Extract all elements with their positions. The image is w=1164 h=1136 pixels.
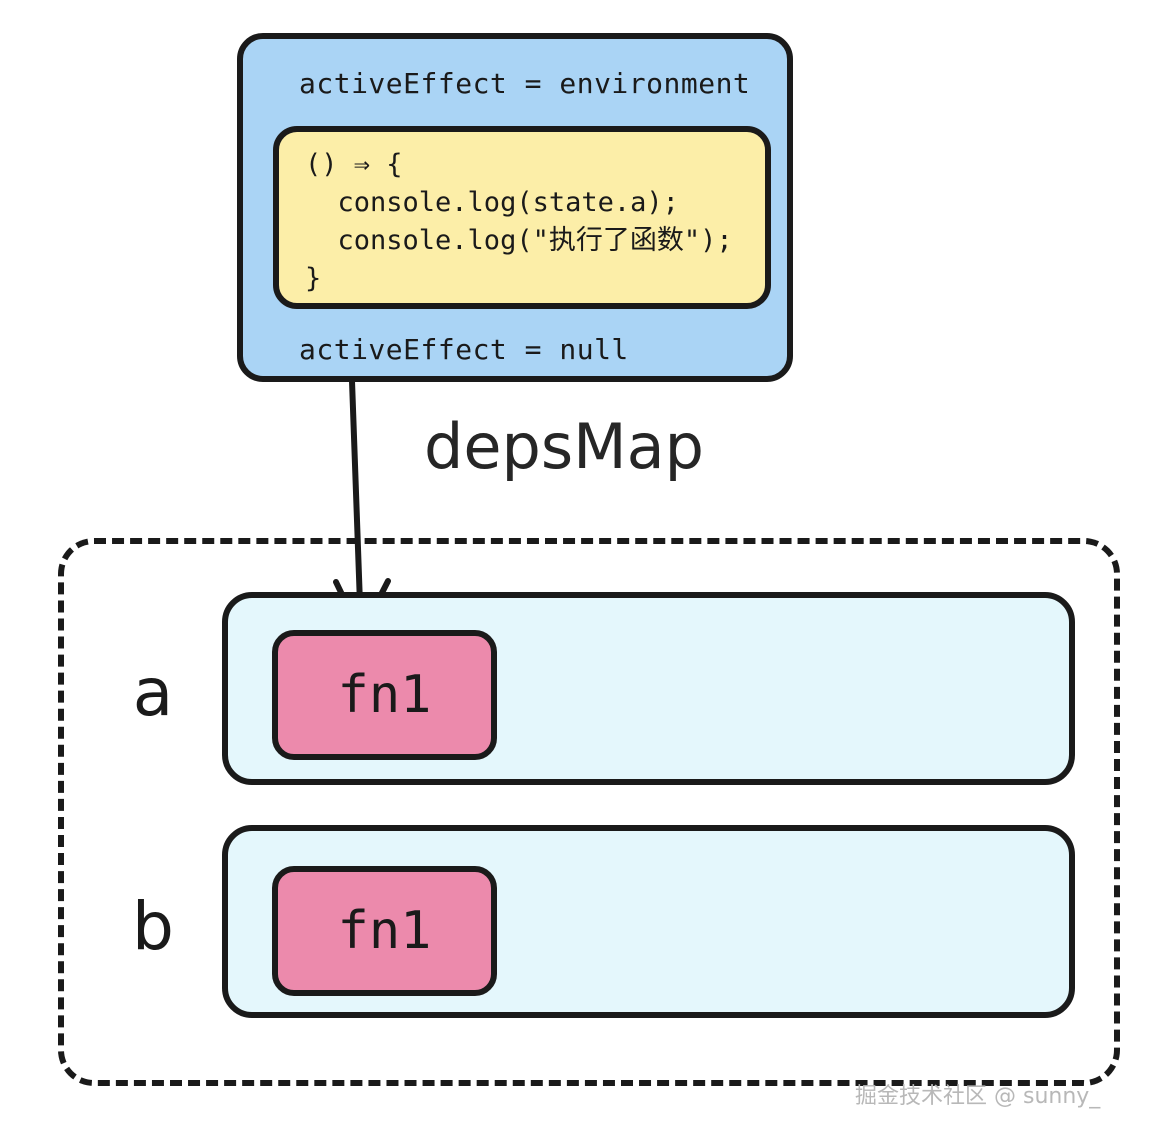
code-line-1: () ⇒ { (305, 149, 403, 180)
active-effect-start-label: activeEffect = environment (299, 67, 751, 100)
watermark: 掘金技术社区 @ sunny_ (855, 1084, 1101, 1109)
deps-map-container (58, 538, 1120, 1086)
active-effect-end-label: activeEffect = null (299, 333, 629, 366)
code-line-4: } (305, 263, 322, 294)
effect-callback-code-box: () ⇒ { console.log(state.a); console.log… (273, 126, 771, 309)
deps-key-b: b (132, 888, 174, 965)
deps-key-a: a (132, 654, 174, 731)
code-line-3: console.log("执行了函数"); (305, 225, 733, 256)
fn1-chip-a: fn1 (272, 630, 497, 760)
code-line-2: console.log(state.a); (305, 187, 679, 218)
active-effect-box: activeEffect = environment () ⇒ { consol… (237, 33, 793, 382)
deps-map-title: depsMap (424, 410, 704, 483)
fn1-chip-b: fn1 (272, 866, 497, 996)
